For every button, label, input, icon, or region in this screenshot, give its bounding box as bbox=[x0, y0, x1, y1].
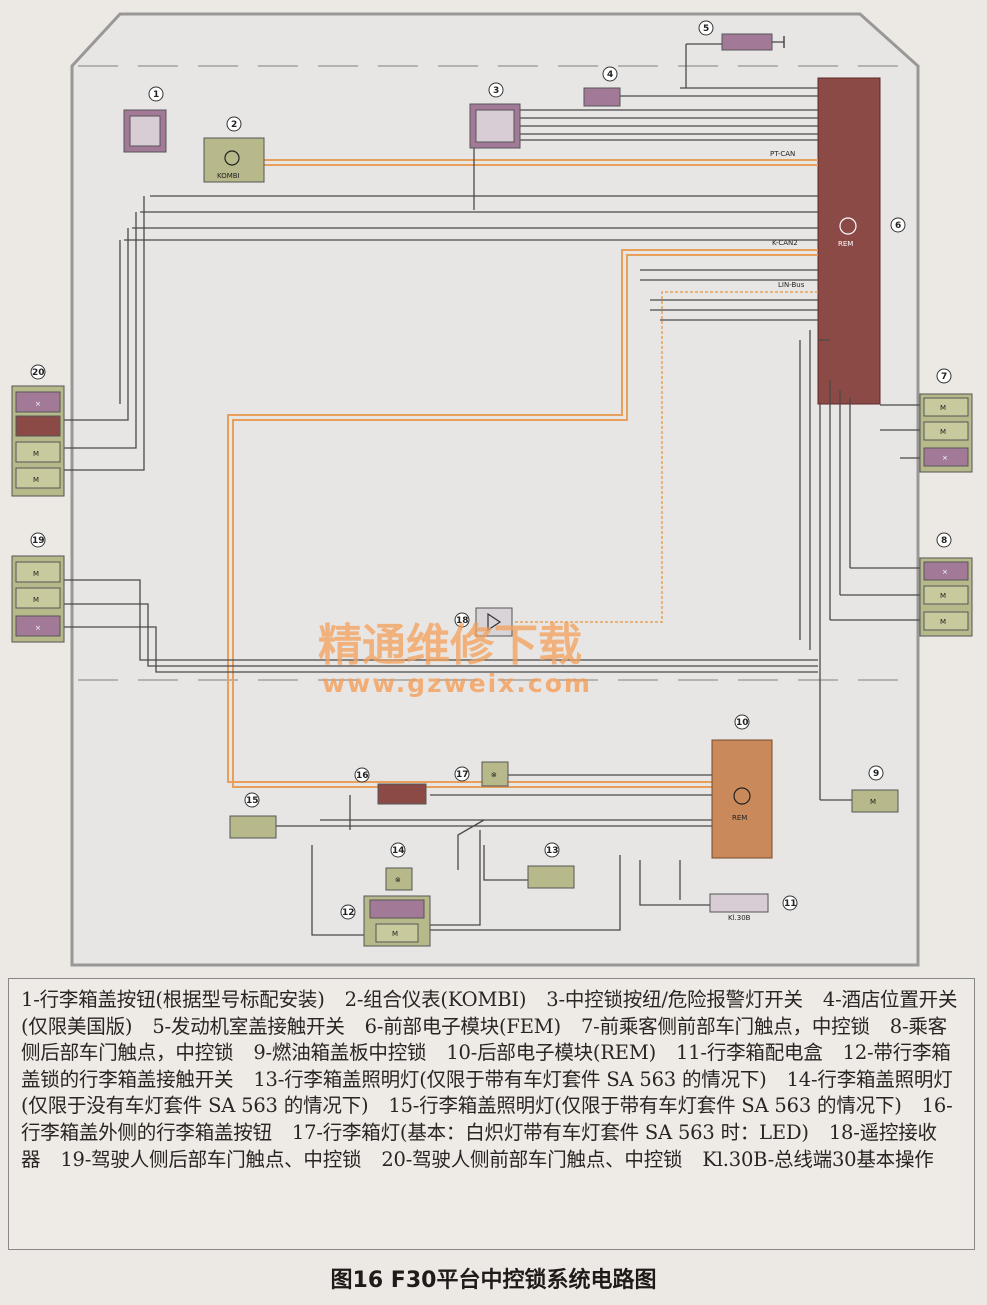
trunk-lid-contact-switch-12: M 12 bbox=[340, 895, 431, 947]
fuel-flap-lock-9: M 9 bbox=[851, 765, 899, 813]
figure-caption: 图16 F30平台中控锁系统电路图 bbox=[330, 1268, 657, 1293]
legend-item: 10-后部电子模块(REM) bbox=[446, 1041, 657, 1065]
watermark-url: www.gzweix.com bbox=[322, 669, 592, 698]
pt-can-bus: PT-CAN bbox=[262, 150, 818, 166]
circuit-diagram: REM PT-CAN K-CAN2 LIN-Bus bbox=[11, 12, 973, 967]
callout-4: 4 bbox=[607, 70, 613, 80]
front-passenger-door-lock-7: M M × 7 bbox=[919, 368, 973, 473]
trunk-lid-button-1: 1 bbox=[123, 86, 167, 153]
legend-item: 12-带行李箱盖锁的行李箱盖接触开关 bbox=[21, 1041, 951, 1091]
svg-text:M: M bbox=[392, 930, 398, 938]
svg-text:⊗: ⊗ bbox=[395, 876, 401, 884]
callout-15: 15 bbox=[246, 796, 259, 806]
legend-item: 6-前部电子模块(FEM) bbox=[364, 1014, 562, 1038]
legend-item: 4-酒店位置开关(仅限美国版) bbox=[21, 988, 958, 1038]
svg-text:M: M bbox=[940, 404, 946, 412]
callout-5: 5 bbox=[703, 24, 709, 34]
legend-item: 5-发动机室盖接触开关 bbox=[152, 1014, 345, 1038]
legend-item: 18-遥控接收器 bbox=[21, 1120, 937, 1171]
rem-label: REM bbox=[732, 814, 747, 822]
k-can2-label: K-CAN2 bbox=[772, 239, 798, 247]
trunk-lid-light-13: 13 bbox=[527, 842, 575, 889]
svg-text:M: M bbox=[33, 596, 39, 604]
wire-harness bbox=[62, 44, 920, 936]
rem-module-10: REM 10 bbox=[711, 714, 773, 859]
legend-item: 9-燃油箱盖板中控锁 bbox=[253, 1041, 427, 1065]
legend-item: 15-行李箱盖照明灯(仅限于带有车灯套件 SA 563 的情况下) bbox=[388, 1094, 902, 1118]
callout-8: 8 bbox=[941, 536, 947, 546]
svg-text:×: × bbox=[942, 454, 948, 462]
legend-box: 1-行李箱盖按钮(根据型号标配安装) 2-组合仪表(KOMBI) 3-中控锁按纽… bbox=[8, 978, 975, 1250]
callout-3: 3 bbox=[493, 86, 499, 96]
callout-13: 13 bbox=[546, 846, 559, 856]
callout-20: 20 bbox=[32, 368, 45, 378]
legend-item: Kl.30B-总线端30基本操作 bbox=[702, 1147, 934, 1171]
kombi-instrument-cluster: KOMBI 2 bbox=[203, 116, 265, 183]
callout-16: 16 bbox=[356, 771, 369, 781]
trunk-lid-light-15: 15 bbox=[229, 792, 277, 839]
svg-text:M: M bbox=[33, 570, 39, 578]
svg-text:×: × bbox=[35, 624, 41, 632]
watermark-title: 精通维修下载 bbox=[318, 620, 582, 671]
callout-14: 14 bbox=[392, 846, 405, 856]
trunk-lid-outer-button-16: 16 bbox=[354, 767, 427, 805]
legend-text: 1-行李箱盖按钮(根据型号标配安装) 2-组合仪表(KOMBI) 3-中控锁按纽… bbox=[21, 987, 964, 1173]
central-lock-hazard-switch: 3 bbox=[469, 82, 521, 149]
callout-12: 12 bbox=[342, 908, 355, 918]
rear-passenger-door-lock-8: × M M 8 bbox=[919, 532, 973, 637]
legend-item: 20-驾驶人侧前部车门触点、中控锁 bbox=[381, 1147, 683, 1171]
callout-19: 19 bbox=[32, 536, 45, 546]
legend-item: 16-行李箱盖外侧的行李箱盖按钮 bbox=[21, 1094, 953, 1144]
luggage-compartment-light-17: ⊗ 17 bbox=[454, 761, 509, 787]
lin-bus: LIN-Bus bbox=[515, 281, 818, 623]
kombi-label: KOMBI bbox=[217, 172, 240, 180]
driver-front-door-lock-20: × M M 20 bbox=[11, 364, 65, 497]
trunk-fuse-box-11: Kl.30B 11 bbox=[709, 893, 798, 922]
callout-9: 9 bbox=[873, 769, 879, 779]
legend-item: 1-行李箱盖按钮(根据型号标配安装) bbox=[21, 988, 325, 1011]
svg-text:×: × bbox=[942, 568, 948, 576]
callout-11: 11 bbox=[784, 899, 797, 909]
legend-item: 17-行李箱灯(基本：白炽灯带有车灯套件 SA 563 时：LED) bbox=[291, 1120, 809, 1144]
k-can2-bus: K-CAN2 bbox=[227, 239, 818, 788]
remote-receiver-18: 18 bbox=[454, 607, 513, 637]
svg-text:M: M bbox=[33, 476, 39, 484]
callout-7: 7 bbox=[941, 372, 947, 382]
callout-6: 6 bbox=[895, 221, 901, 231]
fem-module bbox=[817, 77, 881, 405]
legend-item: 13-行李箱盖照明灯(仅限于带有车灯套件 SA 563 的情况下) bbox=[253, 1067, 767, 1091]
callout-1: 1 bbox=[153, 90, 159, 100]
svg-text:M: M bbox=[940, 618, 946, 626]
legend-item: 19-驾驶人侧后部车门触点、中控锁 bbox=[60, 1147, 362, 1171]
kl30b-label: Kl.30B bbox=[728, 914, 751, 922]
legend-item: 2-组合仪表(KOMBI) bbox=[344, 988, 527, 1011]
vehicle-outline bbox=[70, 12, 920, 967]
callout-17: 17 bbox=[456, 770, 469, 780]
legend-item: 3-中控锁按纽/危险报警灯开关 bbox=[546, 988, 803, 1011]
callout-2: 2 bbox=[231, 120, 237, 130]
driver-rear-door-lock-19: M M × 19 bbox=[11, 532, 65, 643]
legend-item: 11-行李箱配电盒 bbox=[676, 1041, 823, 1065]
svg-text:×: × bbox=[35, 400, 41, 408]
hotel-switch: 4 bbox=[583, 66, 621, 107]
svg-text:M: M bbox=[870, 798, 876, 806]
legend-item: 7-前乘客侧前部车门触点，中控锁 bbox=[580, 1014, 870, 1038]
legend-item: 14-行李箱盖照明灯(仅限于没有车灯套件 SA 563 的情况下) bbox=[21, 1067, 953, 1118]
svg-text:⊗: ⊗ bbox=[491, 771, 497, 779]
callout-18: 18 bbox=[456, 616, 469, 626]
svg-text:M: M bbox=[940, 592, 946, 600]
hood-contact-switch: 5 bbox=[686, 20, 785, 51]
svg-text:M: M bbox=[940, 428, 946, 436]
lin-bus-label: LIN-Bus bbox=[778, 281, 805, 289]
callout-10: 10 bbox=[736, 718, 749, 728]
legend-item: 8-乘客侧后部车门触点，中控锁 bbox=[21, 1014, 947, 1065]
pt-can-label: PT-CAN bbox=[770, 150, 795, 158]
trunk-lid-light-14: ⊗ 14 bbox=[385, 842, 413, 891]
svg-text:M: M bbox=[33, 450, 39, 458]
fem-label: REM bbox=[838, 240, 853, 248]
